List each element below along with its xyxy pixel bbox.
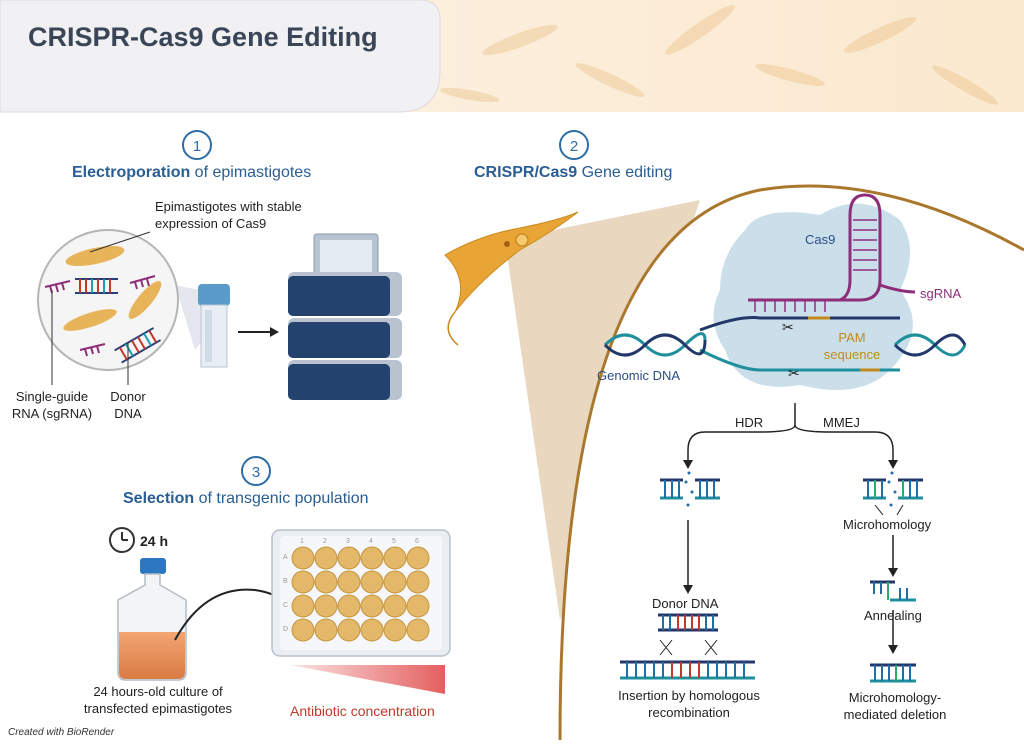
culture-label: 24 hours-old culture of transfected epim…: [83, 684, 233, 716]
step-3-number: 3: [241, 456, 271, 486]
deletion-label: Microhomology-mediated deletion: [843, 690, 947, 722]
clock-icon: [109, 527, 135, 553]
broken-dna-mmej: [863, 470, 923, 516]
step-2-heading: CRISPR/Cas9 Gene editing: [474, 164, 673, 181]
well-plate-icon: [271, 529, 451, 657]
sgrna-label-2: sgRNA: [920, 286, 962, 301]
cas9-complex: ✂ ✂: [699, 193, 916, 390]
genomic-dna-helix: [603, 332, 967, 357]
plate-col-5: 5: [392, 538, 396, 545]
page-title: CRISPR-Cas9 Gene Editing: [28, 22, 378, 52]
repair-branches: [687, 403, 894, 645]
credit-text: Created with BioRender: [8, 727, 115, 738]
plate-col-3: 3: [346, 538, 350, 545]
plate-col-1: 1: [300, 538, 304, 545]
sgrna-label: Single-guide RNA (sgRNA): [11, 389, 93, 421]
epimastigotes-label: Epimastigotes with stable expression of …: [155, 199, 302, 231]
step-2-number: 2: [559, 130, 589, 160]
step-3-heading: Selection of transgenic population: [123, 490, 369, 507]
insertion-label: Insertion by homologous recombination: [618, 688, 760, 720]
cas9-label: Cas9: [805, 232, 836, 247]
svg-text:✂: ✂: [782, 319, 794, 335]
step-1-number: 1: [182, 130, 212, 160]
donor-dna-label: Donor DNA: [110, 389, 146, 421]
culture-flask-icon: [117, 558, 187, 681]
svg-text:✂: ✂: [788, 365, 800, 381]
step-1-heading: Electroporation of epimastigotes: [72, 164, 312, 181]
antibiotic-gradient: [290, 665, 445, 694]
plate-col-4: 4: [369, 538, 373, 545]
plate-row-d: D: [283, 626, 289, 633]
microhomology-label: Microhomology: [843, 517, 932, 532]
donor-dna-hdr: [620, 613, 755, 680]
header-banner: [0, 0, 1024, 113]
mmej-label: MMEJ: [823, 415, 860, 430]
plate-row-c: C: [283, 602, 289, 609]
genomic-dna-label: Genomic DNA: [597, 368, 681, 383]
plate-row-b: B: [283, 578, 288, 585]
branch-arrowheads: [683, 460, 898, 654]
donor-dna-label-2: Donor DNA: [652, 596, 719, 611]
header-pattern: [440, 5, 999, 105]
annealing-dna: [870, 580, 916, 683]
antibiotic-label: Antibiotic concentration: [290, 703, 435, 719]
broken-dna-hdr: [660, 470, 720, 510]
pam-sequence-label: PAM sequence: [823, 330, 881, 362]
cuvette-icon: [198, 284, 230, 368]
electroporator-icon: [288, 233, 402, 400]
timer-label: 24 h: [140, 533, 169, 549]
magnifier-circle: [37, 229, 215, 385]
plate-row-a: A: [283, 554, 288, 561]
hdr-label: HDR: [735, 415, 764, 430]
plate-col-6: 6: [415, 538, 419, 545]
plate-col-2: 2: [323, 538, 327, 545]
annealing-label: Annealing: [864, 608, 922, 623]
